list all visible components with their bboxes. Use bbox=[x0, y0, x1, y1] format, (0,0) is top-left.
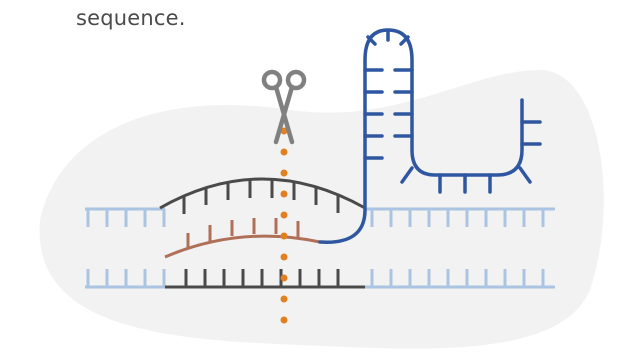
cut-dot bbox=[280, 295, 288, 303]
scissors-icon bbox=[261, 69, 307, 145]
cut-dot bbox=[280, 316, 288, 324]
caption-text: sequence. bbox=[76, 6, 186, 30]
cut-dot bbox=[280, 274, 288, 282]
scaffold-rna bbox=[318, 28, 542, 244]
dna-top-strand bbox=[85, 207, 555, 227]
cut-dot bbox=[280, 232, 288, 240]
cut-dot bbox=[280, 148, 288, 156]
cut-dot bbox=[280, 190, 288, 198]
cut-dot bbox=[280, 127, 288, 135]
cut-line bbox=[280, 127, 288, 324]
cut-dot bbox=[280, 253, 288, 261]
target-dna-arc bbox=[159, 177, 366, 214]
background-blob bbox=[39, 70, 604, 349]
cut-dot bbox=[280, 211, 288, 219]
target-dna-bottom bbox=[165, 269, 365, 289]
guide-rna bbox=[164, 218, 321, 259]
dna-bottom-strand bbox=[85, 269, 555, 289]
cut-dot bbox=[280, 169, 288, 177]
